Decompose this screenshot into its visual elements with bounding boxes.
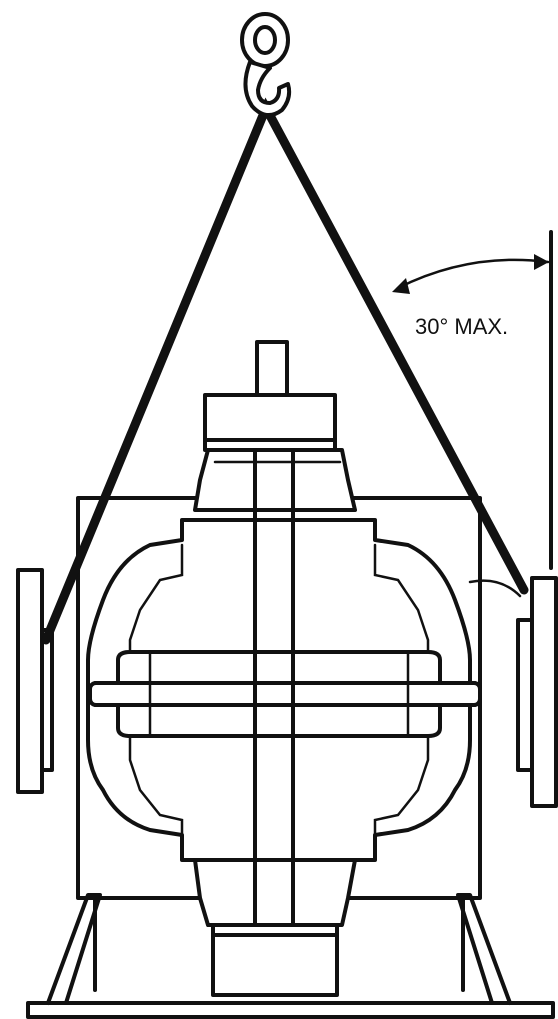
- suction-flange: [16, 568, 54, 794]
- pump-shaft: [253, 340, 295, 907]
- bottom-bearing-housing: [193, 858, 357, 997]
- angle-limit-label: 30° MAX.: [415, 314, 509, 339]
- angle-indicator: [392, 230, 553, 570]
- top-bearing-housing: [193, 393, 357, 512]
- crane-hook-icon: [240, 12, 292, 118]
- base-frame: [26, 893, 555, 1019]
- casing-flange: [88, 650, 482, 738]
- discharge-flange: [516, 576, 558, 808]
